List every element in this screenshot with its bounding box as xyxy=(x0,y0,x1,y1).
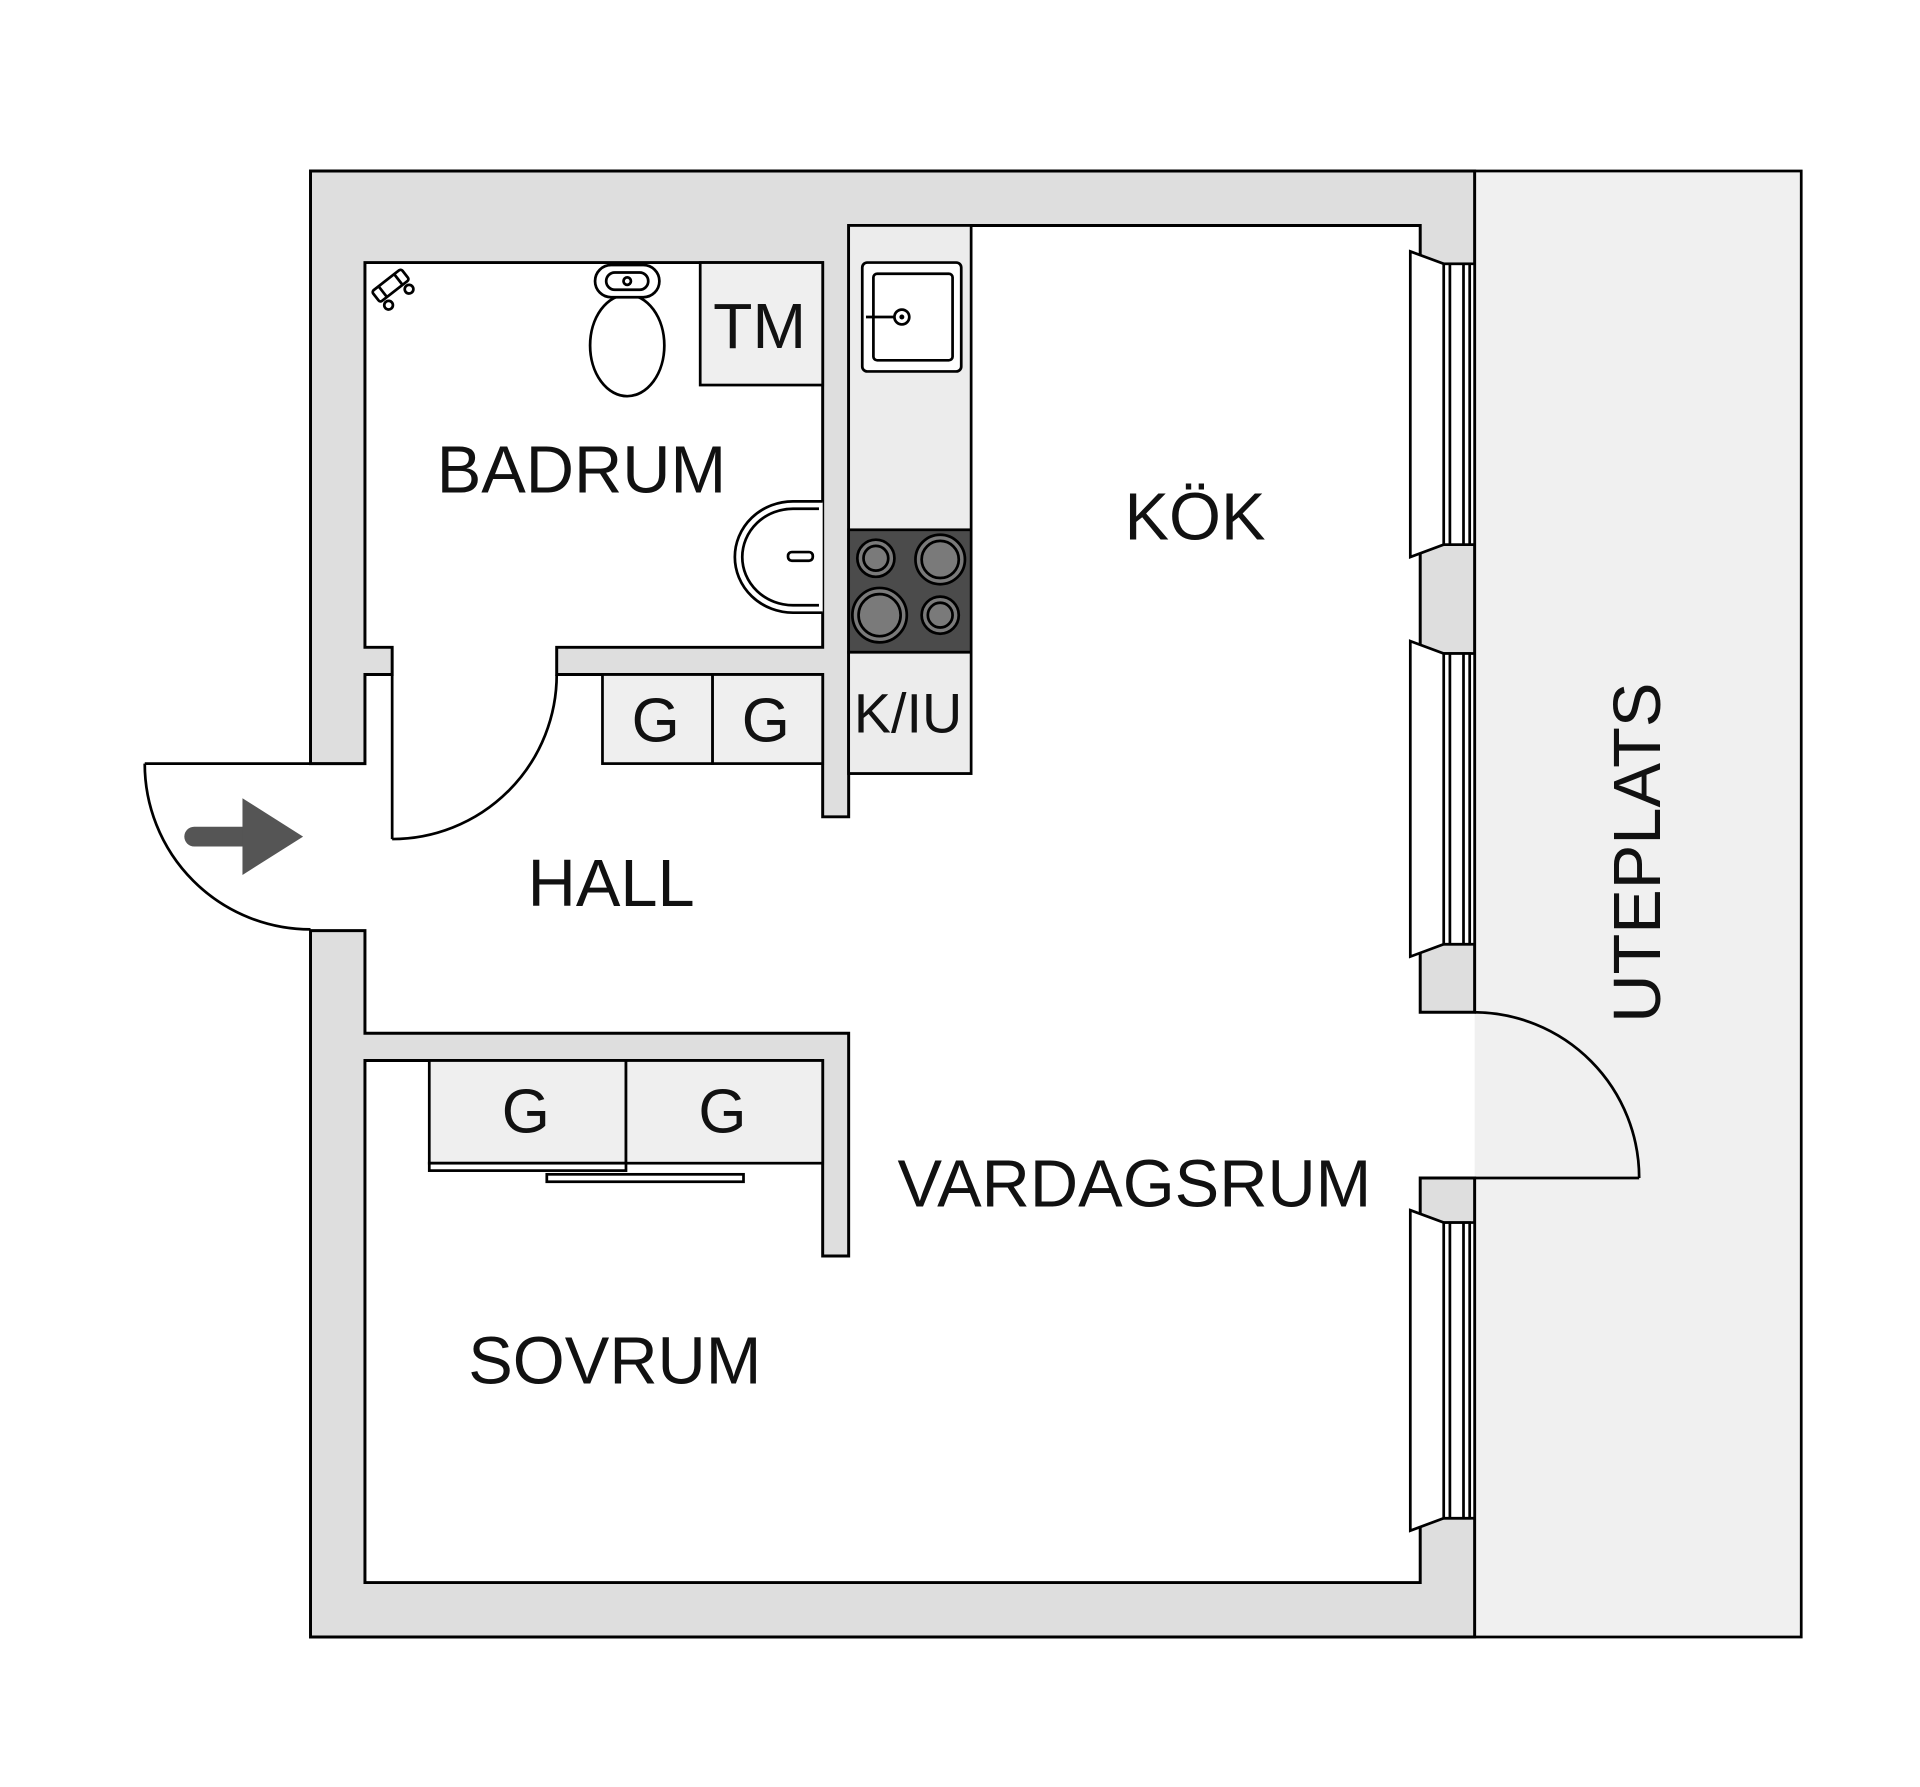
room-label-patio: UTEPLATS xyxy=(1601,683,1675,1023)
stove-burner xyxy=(851,586,909,644)
arrow-right-icon xyxy=(184,798,304,875)
wall-south-section xyxy=(309,929,1477,1639)
bath-sink-basin xyxy=(733,499,823,615)
patio-door xyxy=(1474,1010,1641,1180)
sink-icon xyxy=(733,499,823,615)
shower-mixer-line xyxy=(393,273,404,286)
hall-wardrobes: G G xyxy=(601,673,825,765)
bathroom-door-swing xyxy=(392,674,559,841)
room-label-bathroom: BADRUM xyxy=(437,434,726,508)
window-sash xyxy=(1442,1221,1472,1520)
laundry-box: TM xyxy=(698,261,825,387)
toilet-icon xyxy=(588,263,666,398)
entrance-door xyxy=(143,762,311,931)
window xyxy=(1408,249,1476,559)
patio-area xyxy=(1474,171,1802,1638)
shower-mixer xyxy=(371,268,410,303)
patio xyxy=(1474,169,1803,1639)
stove-icon xyxy=(847,528,973,654)
kitchen-sink-drain-hole xyxy=(899,314,905,320)
room-label-hall: HALL xyxy=(528,847,695,921)
wardrobe xyxy=(711,673,825,765)
toilet-flush-button xyxy=(622,276,633,287)
laundry-box-label: TM xyxy=(713,290,806,362)
stove-burner-ring xyxy=(862,544,890,572)
window xyxy=(1408,1208,1476,1533)
bath-sink-faucet xyxy=(786,550,815,563)
shower-head xyxy=(403,283,415,295)
wardrobe-label: G xyxy=(632,686,680,755)
entrance-door-swing xyxy=(143,763,311,931)
sliding-door xyxy=(545,1172,745,1184)
patio-door-swing xyxy=(1474,1010,1641,1179)
shower-head xyxy=(382,299,395,311)
stove-burner-ring xyxy=(857,592,902,638)
sliding-door xyxy=(427,1161,628,1172)
arrow-head xyxy=(242,798,304,875)
window-sash xyxy=(1442,652,1472,946)
bath-sink-inner xyxy=(740,507,819,607)
room-label-bedroom: SOVRUM xyxy=(468,1324,761,1398)
room-label-living-room: VARDAGSRUM xyxy=(898,1147,1372,1221)
room-label-kitchen: KÖK xyxy=(1125,481,1266,555)
window xyxy=(1408,639,1476,959)
bedroom-wardrobes: G G xyxy=(427,1059,825,1184)
toilet-bowl xyxy=(588,293,666,398)
kitchen-sink-icon xyxy=(860,261,963,373)
fridge-freezer-box xyxy=(847,650,973,775)
laundry-box-outline xyxy=(698,261,825,387)
bathroom-door xyxy=(390,674,559,841)
shower-icon xyxy=(371,268,415,311)
wardrobe xyxy=(624,1059,825,1165)
wardrobe xyxy=(601,673,714,765)
wardrobe-label: G xyxy=(698,1077,746,1146)
patio-outline xyxy=(1474,169,1803,1639)
window-sash xyxy=(1442,262,1472,546)
stove-burner-ring xyxy=(926,601,954,629)
fridge-freezer-label: K/IU xyxy=(854,683,962,745)
stove-burner-ring xyxy=(920,539,961,580)
kitchen-counter: K/IU xyxy=(847,224,973,775)
shower-mixer-line xyxy=(377,285,389,298)
wardrobe-label: G xyxy=(502,1077,550,1146)
wardrobe-label: G xyxy=(742,686,790,755)
